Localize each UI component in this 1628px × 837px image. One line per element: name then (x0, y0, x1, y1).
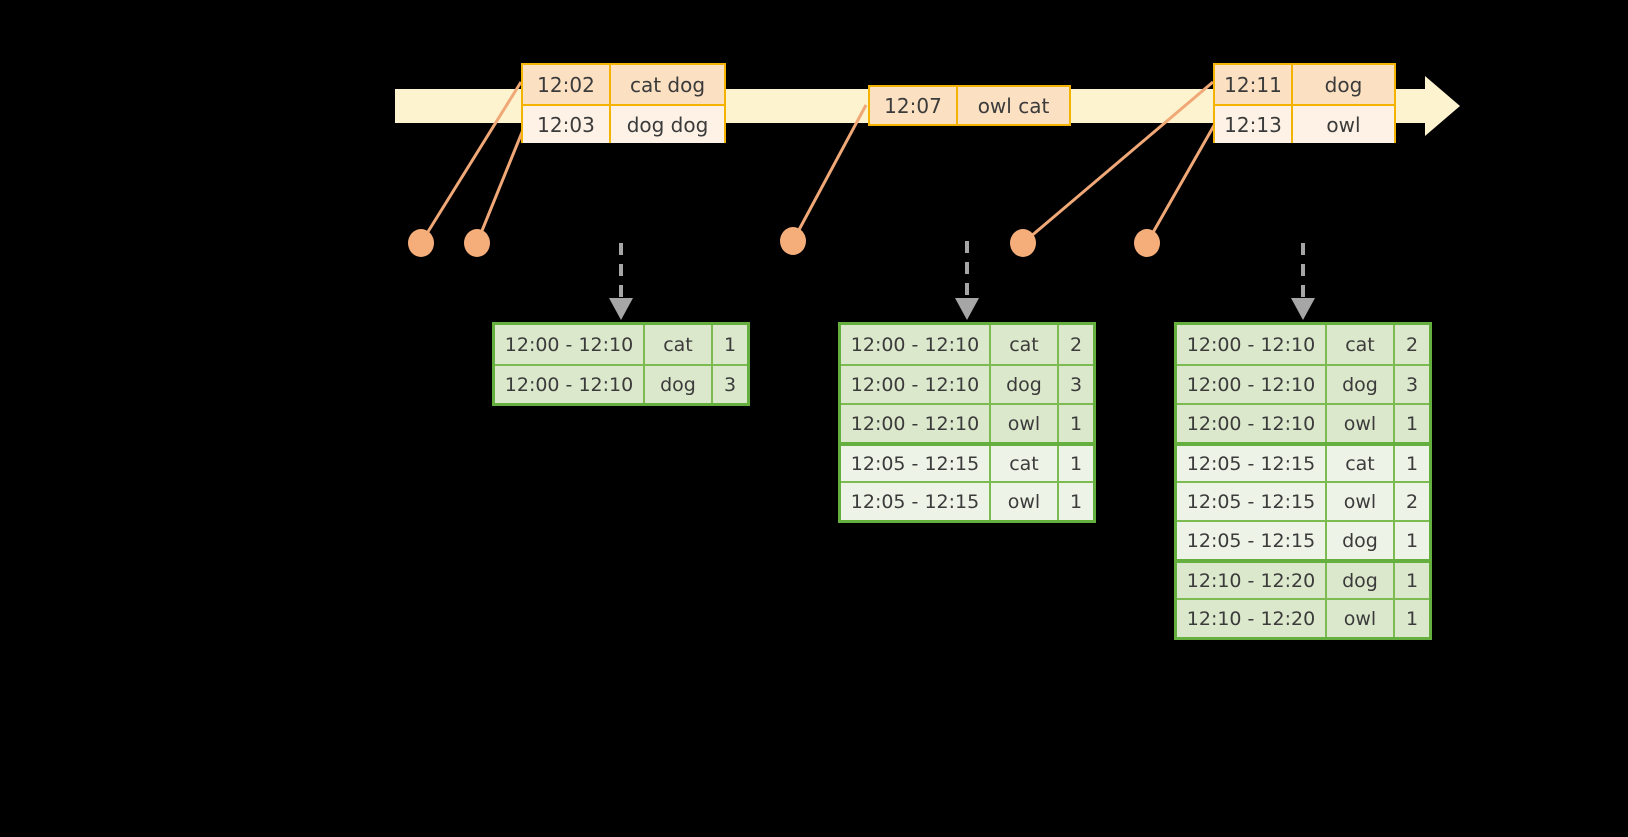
trigger-arrowhead (1291, 298, 1315, 320)
count-cell: 3 (1405, 373, 1419, 396)
window-cell: 12:05 - 12:15 (1177, 522, 1327, 559)
event-value: owl (1326, 112, 1361, 137)
count-cell: 2 (1069, 333, 1083, 356)
key-cell: dog (1327, 522, 1395, 559)
timeline-event-row: 12:13 owl (1215, 104, 1394, 143)
count-cell: 1 (1069, 490, 1083, 513)
timeline-event-row: 12:11 dog (1215, 65, 1394, 104)
key-cell: owl (1327, 483, 1395, 520)
event-dot (464, 229, 490, 257)
count-cell: 1 (1405, 452, 1419, 475)
count-cell: 1 (1405, 569, 1419, 592)
window-cell: 12:05 - 12:15 (841, 446, 991, 481)
event-dot (408, 229, 434, 257)
timeline-event-row: 12:07 owl cat (870, 87, 1069, 124)
event-time: 12:03 (523, 106, 611, 143)
event-value: dog dog (626, 112, 709, 137)
connector-dots (408, 227, 1160, 257)
timeline-event-row: 12:03 dog dog (523, 104, 724, 143)
key-cell: cat (991, 446, 1059, 481)
window-cell: 12:00 - 12:10 (841, 405, 991, 442)
event-dot (780, 227, 806, 255)
event-dot (1010, 229, 1036, 257)
connector-line-3 (791, 104, 868, 242)
window-cell: 12:05 - 12:15 (841, 483, 991, 520)
window-cell: 12:00 - 12:10 (1177, 366, 1327, 403)
window-cell: 12:05 - 12:15 (1177, 446, 1327, 481)
key-cell: dog (991, 366, 1059, 403)
count-cell: 3 (1069, 373, 1083, 396)
window-cell: 12:10 - 12:20 (1177, 563, 1327, 598)
trigger-arrowheads (609, 298, 1315, 320)
timeline-event-box[interactable]: 12:02 cat dog 12:03 dog dog (521, 63, 726, 143)
connector-line-2 (475, 119, 529, 244)
key-cell: cat (1327, 446, 1395, 481)
trigger-arrowhead (609, 298, 633, 320)
key-cell: cat (1327, 325, 1395, 364)
count-cell: 1 (1405, 607, 1419, 630)
key-cell: dog (645, 366, 713, 403)
count-cell: 2 (1405, 490, 1419, 513)
event-value: cat dog (629, 72, 706, 97)
key-cell: owl (991, 405, 1059, 442)
timeline-event-row: 12:02 cat dog (523, 65, 724, 104)
key-cell: owl (1327, 600, 1395, 637)
event-value: owl cat (977, 93, 1050, 118)
count-cell: 1 (1405, 529, 1419, 552)
event-value: dog (1324, 72, 1363, 97)
timeline-arrowhead (1425, 76, 1460, 136)
event-time: 12:02 (523, 65, 611, 104)
timeline-event-box[interactable]: 12:07 owl cat (868, 85, 1071, 126)
connector-line-5 (1145, 121, 1218, 244)
event-time: 12:11 (1215, 65, 1293, 104)
trigger-arrowhead (955, 298, 979, 320)
window-cell: 12:00 - 12:10 (1177, 325, 1327, 364)
count-cell: 1 (1405, 412, 1419, 435)
key-cell: dog (1327, 563, 1395, 598)
window-cell: 12:00 - 12:10 (1177, 405, 1327, 442)
key-cell: cat (645, 325, 713, 364)
window-cell: 12:00 - 12:10 (841, 366, 991, 403)
count-cell: 2 (1405, 333, 1419, 356)
event-time: 12:07 (870, 87, 958, 124)
event-dot (1134, 229, 1160, 257)
window-cell: 12:00 - 12:10 (841, 325, 991, 364)
key-cell: owl (1327, 405, 1395, 442)
key-cell: owl (991, 483, 1059, 520)
event-time: 12:13 (1215, 106, 1293, 143)
window-cell: 12:00 - 12:10 (495, 325, 645, 364)
window-cell: 12:10 - 12:20 (1177, 600, 1327, 637)
count-cell: 1 (1069, 412, 1083, 435)
window-cell: 12:00 - 12:10 (495, 366, 645, 403)
window-cell: 12:05 - 12:15 (1177, 483, 1327, 520)
timeline-event-box[interactable]: 12:11 dog 12:13 owl (1213, 63, 1396, 143)
count-cell: 3 (723, 373, 737, 396)
count-cell: 1 (1069, 452, 1083, 475)
key-cell: cat (991, 325, 1059, 364)
key-cell: dog (1327, 366, 1395, 403)
trigger-arrows (619, 241, 1305, 300)
count-cell: 1 (723, 333, 737, 356)
